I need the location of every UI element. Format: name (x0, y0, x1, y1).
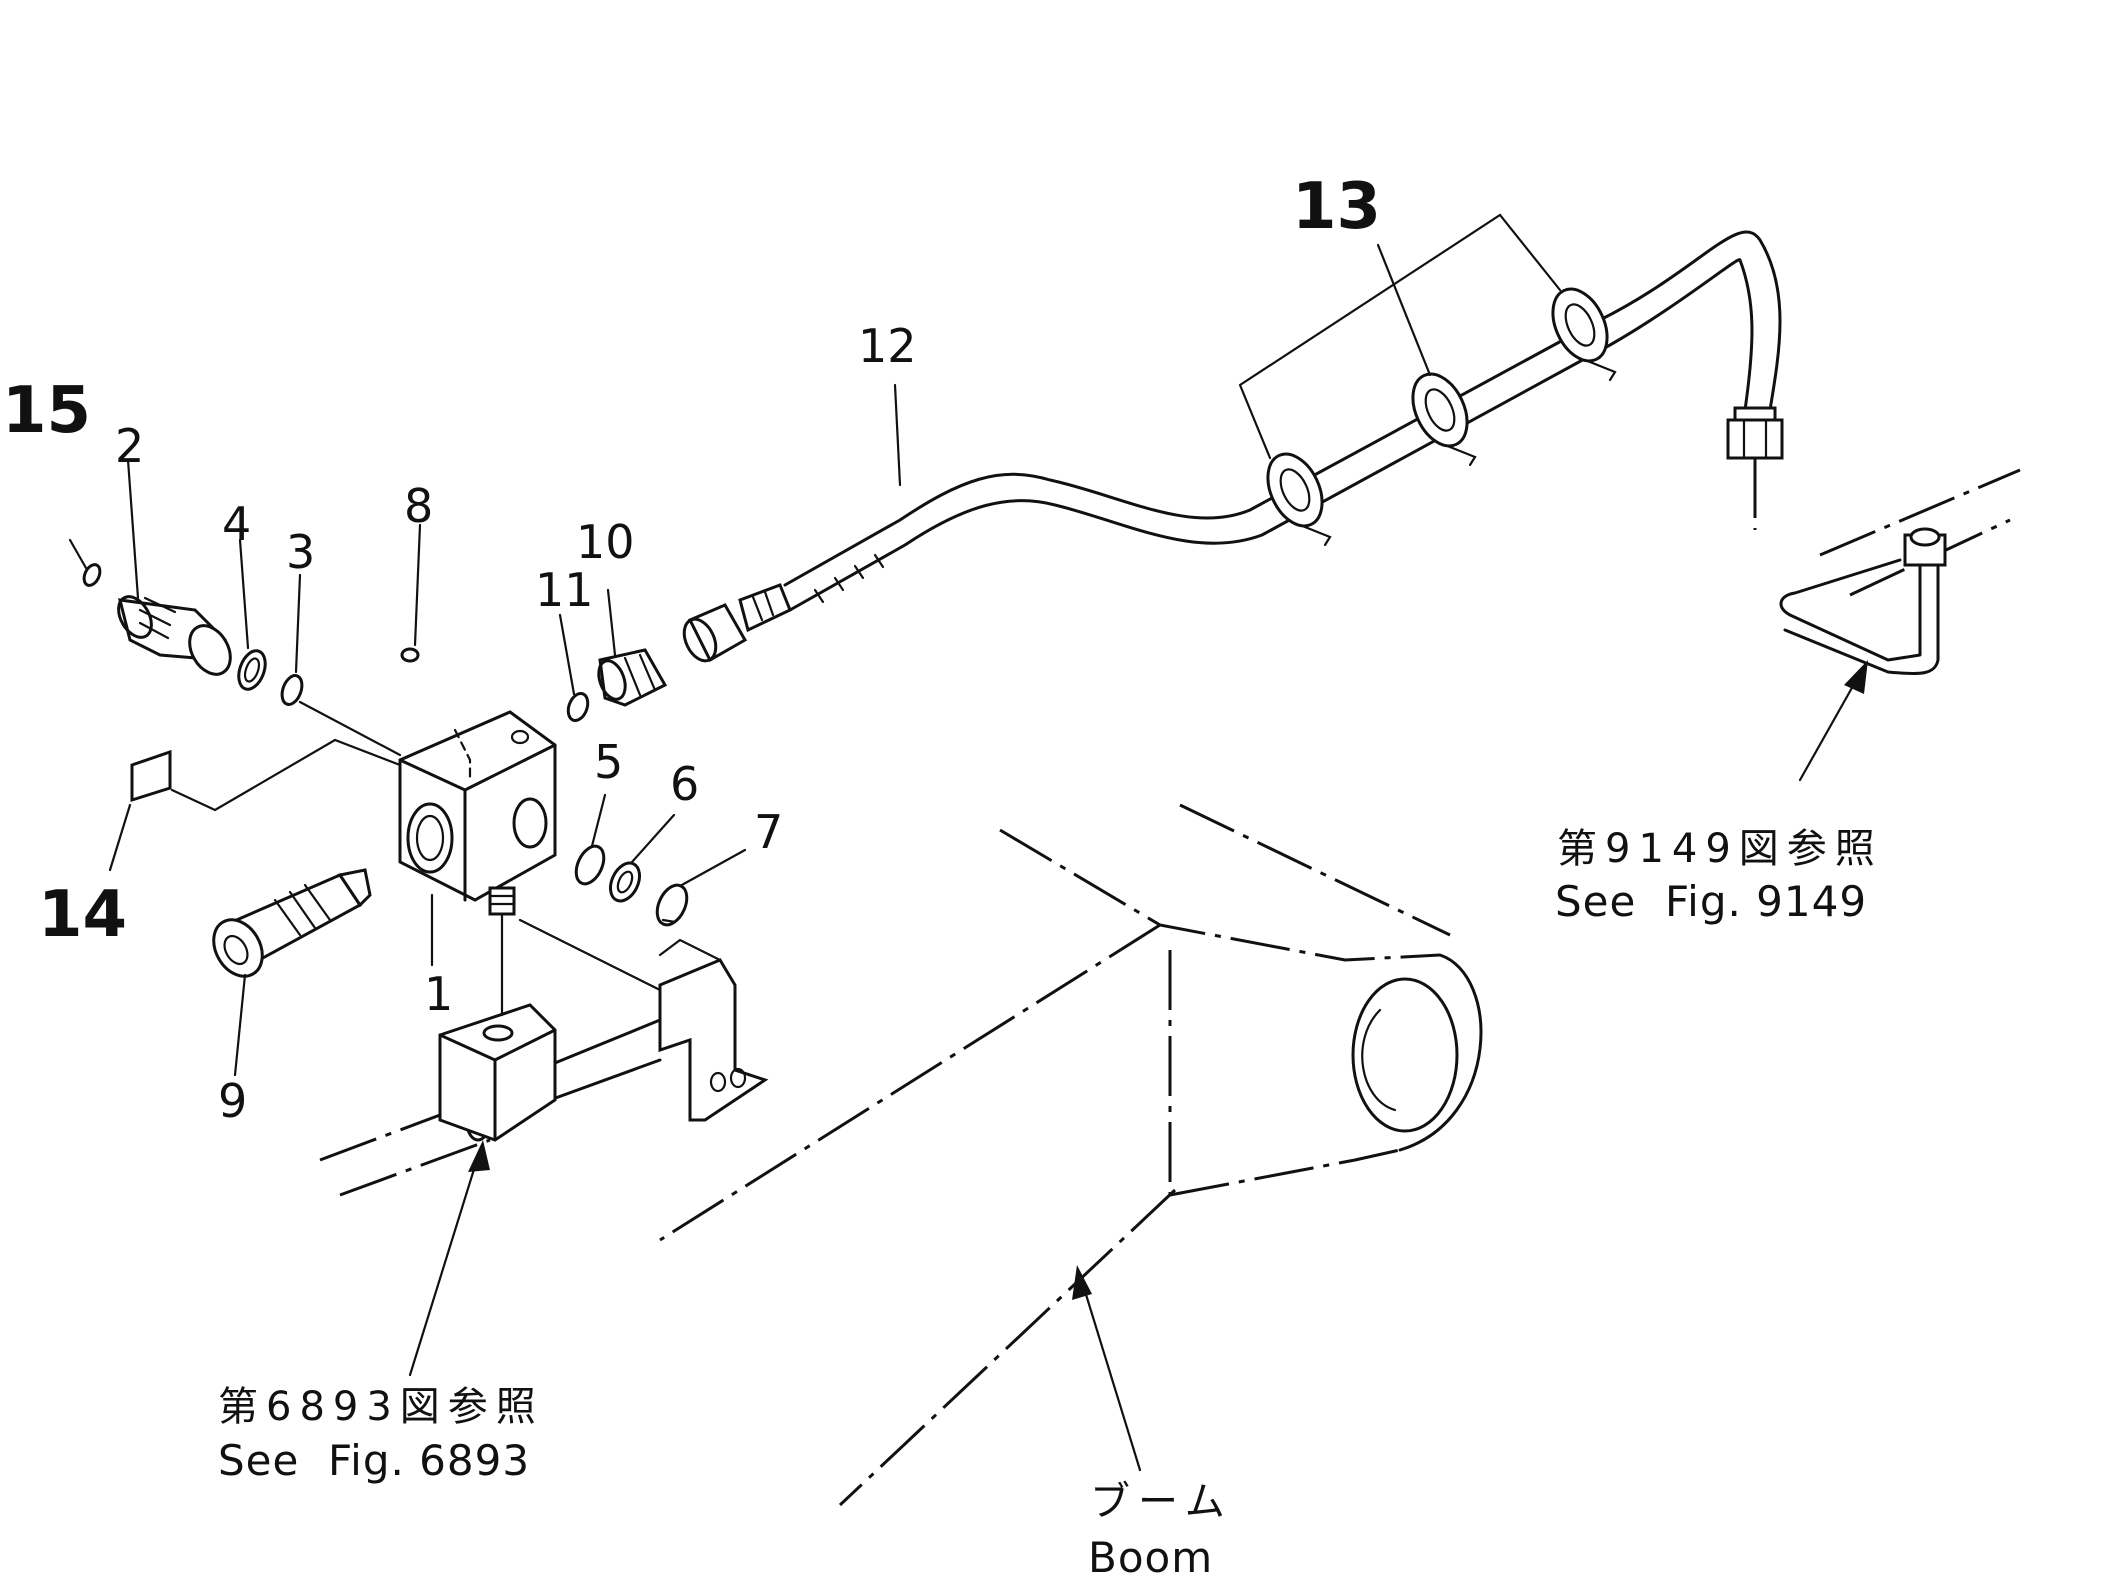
label-14: 14 (38, 878, 127, 952)
part-9-pressure-switch (212, 868, 372, 978)
part-8-plug (400, 647, 420, 663)
fig9149-fitting (1779, 468, 2021, 675)
label-8: 8 (404, 479, 433, 533)
part-4-ring (237, 649, 267, 691)
ref-fig6893-en: See Fig. 6893 (218, 1436, 530, 1485)
part-12-tube (682, 230, 1784, 663)
label-15: 15 (2, 374, 91, 448)
part-2-fitting (117, 595, 232, 676)
ref-fig6893-jp: 第6893図参照 (218, 1384, 544, 1430)
label-4: 4 (222, 497, 251, 551)
mounting-bracket (518, 918, 769, 1122)
boom-outline (659, 803, 1483, 1507)
lower-pipe (319, 1003, 662, 1197)
part-3-ring (280, 674, 304, 706)
part-15-ring (82, 563, 102, 587)
label-7: 7 (754, 805, 783, 859)
ref-boom-jp: ブーム (1090, 1479, 1233, 1525)
ref-boom-en: Boom (1088, 1533, 1213, 1580)
part-14-plate (130, 749, 172, 803)
part-11-ring (566, 691, 590, 723)
label-12: 12 (858, 319, 917, 373)
valve-block (398, 710, 557, 1017)
label-10: 10 (576, 515, 635, 569)
label-5: 5 (594, 735, 623, 789)
label-11: 11 (535, 563, 594, 617)
ref-fig9149-jp: 第9149図参照 (1557, 826, 1883, 872)
part-5-ring (574, 844, 606, 886)
ref-fig9149-en: See Fig. 9149 (1555, 877, 1867, 926)
label-3: 3 (286, 525, 315, 579)
label-2: 2 (115, 419, 144, 473)
label-13: 13 (1292, 170, 1381, 244)
part-13-clamps (1266, 287, 1617, 547)
part-10-fitting (597, 648, 668, 707)
arrowheads (468, 660, 1868, 1300)
label-1: 1 (424, 967, 453, 1021)
part-6-ring (608, 861, 642, 903)
label-9: 9 (218, 1074, 247, 1128)
label-6: 6 (670, 757, 699, 811)
